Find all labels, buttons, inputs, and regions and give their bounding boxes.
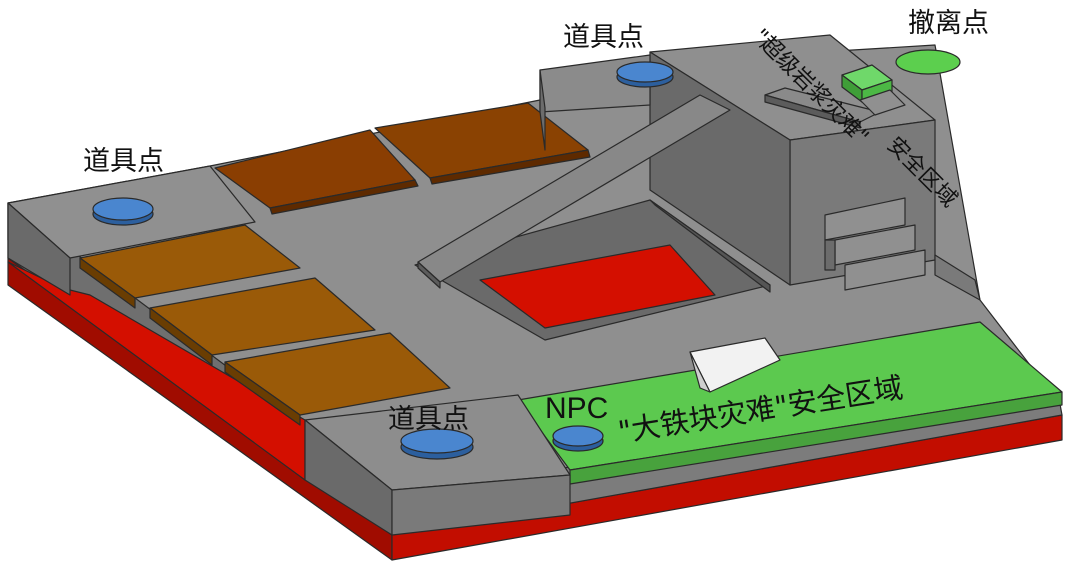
item-point-icon [616,61,674,88]
ramp-beam [417,94,731,289]
npc-label: NPC [545,392,608,425]
item-point-icon [92,197,154,226]
item-point-label-left: 道具点 [83,146,164,177]
item-point-label-bottom: 道具点 [388,404,469,435]
central-pit [414,199,771,341]
item-point-icon [400,428,474,460]
planks-left-column [79,224,451,426]
planks-top-row [214,102,591,215]
evacuation-point-icon [895,49,961,75]
white-wedge [689,337,781,393]
item-point-label-top: 道具点 [563,22,644,53]
npc-icon [552,425,604,452]
evac-box [841,64,906,116]
evacuation-point-label: 撤离点 [908,8,989,39]
stairs [824,197,926,291]
